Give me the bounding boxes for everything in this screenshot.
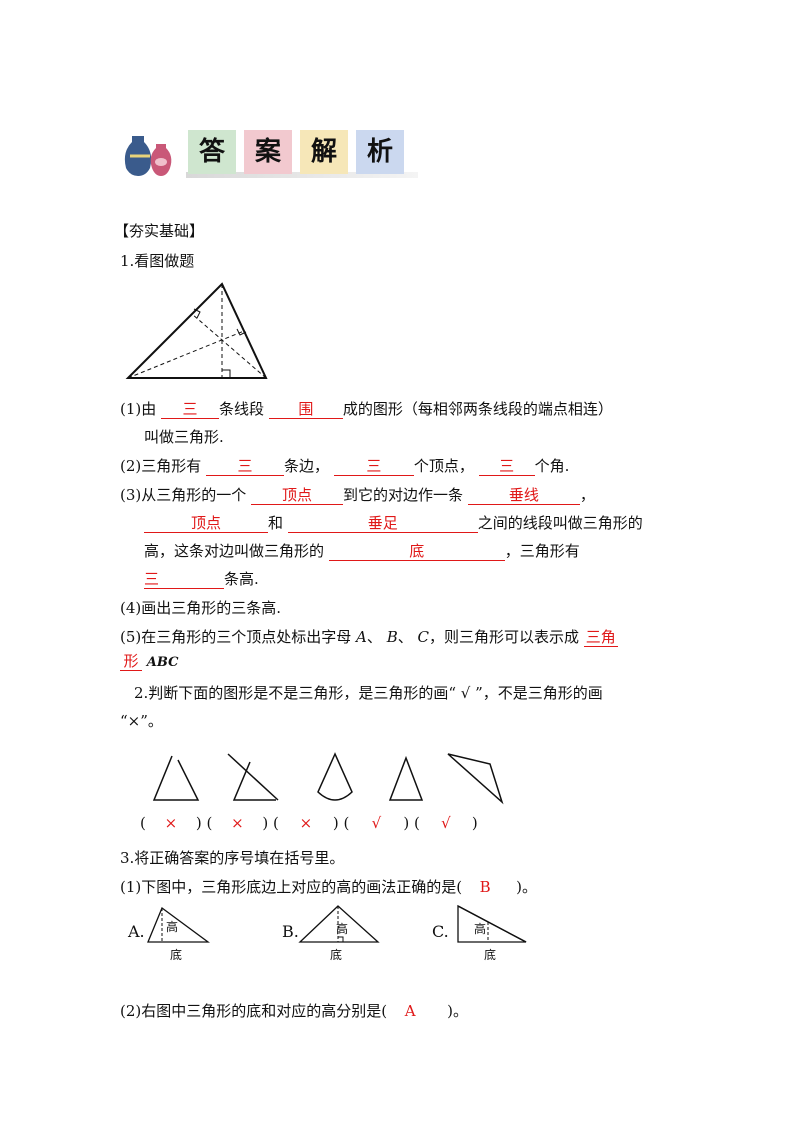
q2-answer-5: √ bbox=[441, 814, 451, 832]
q3-option-a-triangle bbox=[147, 906, 210, 943]
q2-answer-3: × bbox=[299, 814, 313, 832]
q3-option-a-gao: 高 bbox=[166, 920, 179, 934]
q2-shapes-figure bbox=[152, 752, 504, 805]
header-tile-3: 解 bbox=[300, 130, 348, 174]
q1-part2: (2)三角形有 三条边， 三个顶点， 三个角. bbox=[120, 457, 570, 476]
answer-blank: 形 bbox=[120, 652, 142, 671]
q2-answers-row: (×) (×) (×) (√) (√) bbox=[140, 814, 478, 832]
q1-part3-line4: 三条高. bbox=[144, 570, 259, 589]
answer-blank: 三 bbox=[161, 400, 220, 419]
q2-answer-4: √ bbox=[371, 814, 382, 832]
q1-part5-line1: (5)在三角形的三个顶点处标出字母 A、 B、 C，则三角形可以表示成 三角 bbox=[120, 628, 618, 647]
answer-blank: 三 bbox=[206, 457, 285, 476]
answer-blank: 围 bbox=[268, 400, 343, 419]
q3-title: 3.将正确答案的序号填在括号里。 bbox=[120, 849, 345, 867]
q3-option-c-gao: 高 bbox=[474, 922, 487, 936]
q1-part3-line1: (3)从三角形的一个 顶点到它的对边作一条 垂线， bbox=[120, 486, 595, 505]
q3-sub2: (2)右图中三角形的底和对应的高分别是(A)。 bbox=[120, 1002, 468, 1020]
q2-line1: 2.判断下面的图形是不是三角形，是三角形的画“ √ ”，不是三角形的画 bbox=[134, 684, 603, 702]
q3-option-b-label: B. bbox=[282, 922, 299, 941]
header-shadow-band bbox=[186, 172, 418, 178]
q3-sub1: (1)下图中，三角形底边上对应的高的画法正确的是(B)。 bbox=[120, 878, 537, 896]
q3-option-b-triangle bbox=[298, 905, 380, 943]
q1-part5-line2: 形 ABC bbox=[120, 652, 178, 671]
header-tile-4: 析 bbox=[356, 130, 404, 174]
q2-answer-1: × bbox=[164, 814, 178, 832]
q3-option-c-di: 底 bbox=[484, 948, 497, 962]
header-tile-2: 案 bbox=[244, 130, 292, 174]
q1-part3-line3: 高，这条对边叫做三角形的 底，三角形有 bbox=[144, 542, 580, 561]
q2-line2: “×”。 bbox=[120, 712, 163, 730]
q2-answer-2: × bbox=[231, 814, 244, 832]
q3-option-c-triangle bbox=[457, 904, 527, 943]
answer-blank: 垂足 bbox=[287, 514, 478, 533]
q3-option-a-label: A. bbox=[128, 922, 145, 941]
answer-blank: 顶点 bbox=[144, 514, 268, 533]
vase-icon bbox=[124, 136, 172, 176]
q1-part4: (4)画出三角形的三条高. bbox=[120, 599, 282, 617]
triangle-altitudes-figure bbox=[125, 282, 268, 379]
q1-title: 1.看图做题 bbox=[120, 252, 195, 270]
answer-blank: 三 bbox=[478, 457, 535, 476]
q1-part1-line2: 叫做三角形. bbox=[144, 428, 224, 446]
q3-option-b-di: 底 bbox=[330, 948, 343, 962]
header-tile-1: 答 bbox=[188, 130, 236, 174]
section-label: 【夯实基础】 bbox=[114, 222, 205, 240]
answer-blank: 垂线 bbox=[467, 486, 580, 505]
q3-sub2-answer: A bbox=[404, 1002, 416, 1020]
answer-blank: 三 bbox=[333, 457, 414, 476]
q3-option-b-gao: 高 bbox=[336, 922, 349, 936]
q1-part1-line1: (1)由 三条线段 围成的图形（每相邻两条线段的端点相连） bbox=[120, 400, 613, 419]
q3-option-c-label: C. bbox=[432, 922, 449, 941]
answer-blank: 顶点 bbox=[251, 486, 344, 505]
answer-blank: 三角 bbox=[583, 628, 618, 647]
answer-blank: 三 bbox=[144, 570, 224, 589]
q3-option-a-di: 底 bbox=[170, 948, 183, 962]
q1-part3-line2: 顶点和 垂足之间的线段叫做三角形的 bbox=[144, 512, 643, 533]
q3-sub1-answer: B bbox=[479, 878, 491, 896]
answer-blank: 底 bbox=[328, 542, 505, 561]
